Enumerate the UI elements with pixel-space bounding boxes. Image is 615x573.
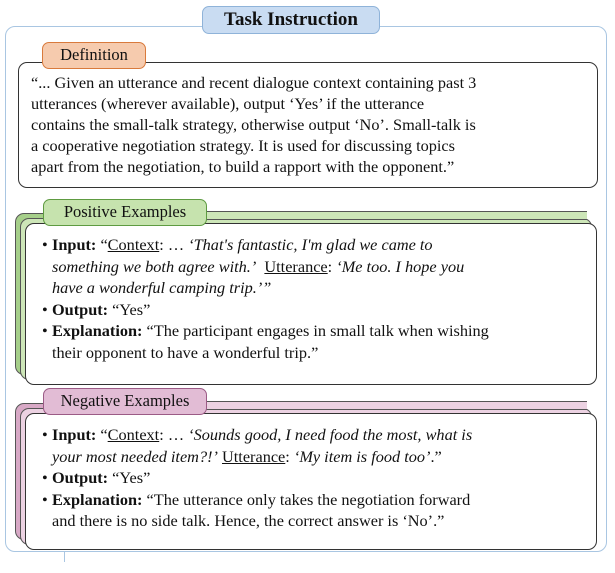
definition-line: apart from the negotiation, to build a r… (31, 157, 455, 176)
context-separator: : … (159, 235, 189, 254)
context-label: Context (107, 235, 160, 254)
utterance-label: Utterance (264, 256, 328, 276)
closing-quote: .” (430, 446, 442, 466)
open-quote: “ (96, 425, 108, 444)
definition-label: Definition (42, 42, 146, 69)
bullet: • (42, 235, 48, 254)
input-label: Input: (52, 235, 97, 254)
definition-line: a cooperative negotiation strategy. It i… (31, 136, 455, 155)
context-label: Context (107, 425, 160, 444)
input-label: Input: (52, 425, 97, 444)
bullet: • (42, 489, 48, 509)
explanation-text: “The utterance only takes the negotiatio… (142, 489, 471, 509)
definition-line: utterances (wherever available), output … (31, 94, 425, 113)
negative-input-line: • Input: “Context: … ‘Sounds good, I nee… (42, 424, 586, 446)
positive-example-card: • Input: “Context: … ‘That's fantastic, … (25, 223, 597, 385)
positive-input-line: • Input: “Context: … ‘That's fantastic, … (42, 234, 586, 256)
definition-box: “... Given an utterance and recent dialo… (18, 62, 598, 188)
task-instruction-title: Task Instruction (202, 6, 380, 34)
open-quote: “ (100, 235, 108, 254)
definition-line: “... Given an utterance and recent dialo… (31, 73, 477, 92)
utterance-separator: : (327, 256, 337, 276)
utterance-separator: : (285, 446, 294, 466)
utterance-label: Utterance (222, 446, 286, 466)
negative-examples-label: Negative Examples (43, 388, 207, 415)
bullet: • (42, 468, 48, 487)
explanation-text: “The participant engages in small talk w… (142, 321, 489, 340)
positive-examples-label: Positive Examples (43, 199, 207, 226)
output-label: Output: (52, 299, 109, 319)
positive-output-line: • Output: “Yes” (42, 299, 586, 321)
negative-input-line-2: your most needed item?!’ Utterance: ‘My … (42, 446, 586, 468)
explanation-label: Explanation: (52, 321, 143, 340)
output-value: “Yes” (108, 468, 151, 487)
negative-output-line: • Output: “Yes” (42, 467, 586, 489)
positive-input-line-2: something we both agree with.’ Utterance… (42, 256, 586, 278)
utterance-text: have a wonderful camping trip.’” (52, 278, 272, 297)
context-text: something we both agree with.’ (52, 256, 257, 276)
context-separator: : … (159, 425, 189, 444)
bullet: • (42, 425, 48, 444)
negative-label-bar (206, 401, 587, 410)
negative-explanation-line-2: and there is no side talk. Hence, the co… (52, 511, 445, 530)
positive-input-line-3: have a wonderful camping trip.’” (42, 277, 586, 299)
positive-explanation-line-2: their opponent to have a wonderful trip.… (52, 342, 319, 362)
context-text: ‘That's fantastic, I'm glad we came to (188, 235, 433, 254)
frame-tick (64, 552, 65, 562)
definition-line: contains the small-talk strategy, otherw… (31, 115, 476, 134)
context-text: ‘Sounds good, I need food the most, what… (188, 425, 473, 444)
context-text: your most needed item?!’ (52, 446, 218, 466)
positive-label-bar (206, 211, 587, 220)
bullet: • (42, 321, 48, 340)
utterance-text: ‘My item is food too’ (293, 446, 431, 466)
negative-explanation-line: • Explanation: “The utterance only takes… (42, 489, 586, 511)
output-label: Output: (52, 468, 109, 487)
negative-example-card: • Input: “Context: … ‘Sounds good, I nee… (25, 413, 597, 550)
output-value: “Yes” (108, 299, 151, 319)
utterance-text: ‘Me too. I hope you (336, 256, 465, 276)
bullet: • (42, 299, 48, 319)
positive-explanation-line: • Explanation: “The participant engages … (42, 320, 586, 342)
explanation-label: Explanation: (52, 489, 143, 509)
